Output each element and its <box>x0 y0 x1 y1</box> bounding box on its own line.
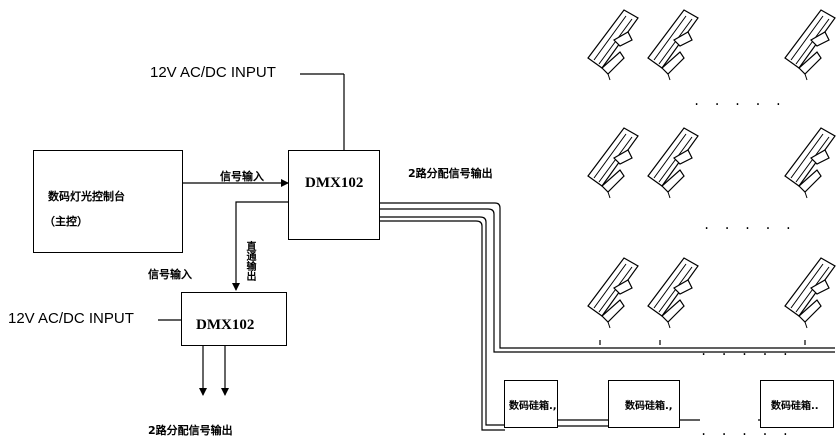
ellipsis: . . . . . <box>703 218 796 232</box>
dimmer-box: 数码硅箱., <box>504 380 558 428</box>
ellipsis: . . . . . <box>700 344 793 358</box>
power-top-label: 12V AC/DC INPUT <box>150 64 276 81</box>
lamp-icon <box>647 257 699 329</box>
main-out-wire-2 <box>352 216 505 426</box>
main-out-wire-2b <box>352 220 505 431</box>
thru-output-wire <box>232 201 288 291</box>
out-bottom-label: 2路分配信号输出 <box>148 424 233 437</box>
dmx-sub-box: DMX102 <box>181 292 287 346</box>
dimmer-label: 数码硅箱.. <box>771 401 819 412</box>
lamp-icon <box>784 9 836 81</box>
lamp-icon <box>587 9 639 81</box>
dimmer-box: 数码硅箱., <box>608 380 680 428</box>
ellipsis: . . . . . <box>700 424 793 438</box>
dmx-main-box: DMX102 <box>288 150 380 240</box>
dimmer-label: 数码硅箱., <box>509 401 557 412</box>
console-subtitle: （主控） <box>44 215 88 228</box>
out-top-label: 2路分配信号输出 <box>408 167 493 180</box>
console-box: 数码灯光控制台 （主控） <box>33 150 183 253</box>
dmx-sub-label: DMX102 <box>196 317 255 333</box>
lamp-icon <box>587 257 639 329</box>
dimmer-chain <box>558 419 760 427</box>
thru-output-label: 直通输出 <box>244 241 255 281</box>
power-bottom-label: 12V AC/DC INPUT <box>8 310 134 327</box>
main-out-wire-1b <box>352 208 835 353</box>
lamp-icon <box>784 127 836 199</box>
signal-in-bottom-label: 信号输入 <box>148 268 192 281</box>
ellipsis: . . . . . <box>693 94 786 108</box>
dimmer-box: 数码硅箱.. <box>760 380 834 428</box>
lamp-row3-links <box>599 340 806 345</box>
lamp-icon <box>784 257 836 329</box>
dmx-main-label: DMX102 <box>305 175 364 191</box>
lamp-icon <box>647 9 699 81</box>
console-title: 数码灯光控制台 <box>48 190 125 203</box>
dimmer-label: 数码硅箱., <box>625 401 673 412</box>
lamp-icon <box>647 127 699 199</box>
signal-in-top-label: 信号输入 <box>220 170 264 183</box>
lamp-icon <box>587 127 639 199</box>
